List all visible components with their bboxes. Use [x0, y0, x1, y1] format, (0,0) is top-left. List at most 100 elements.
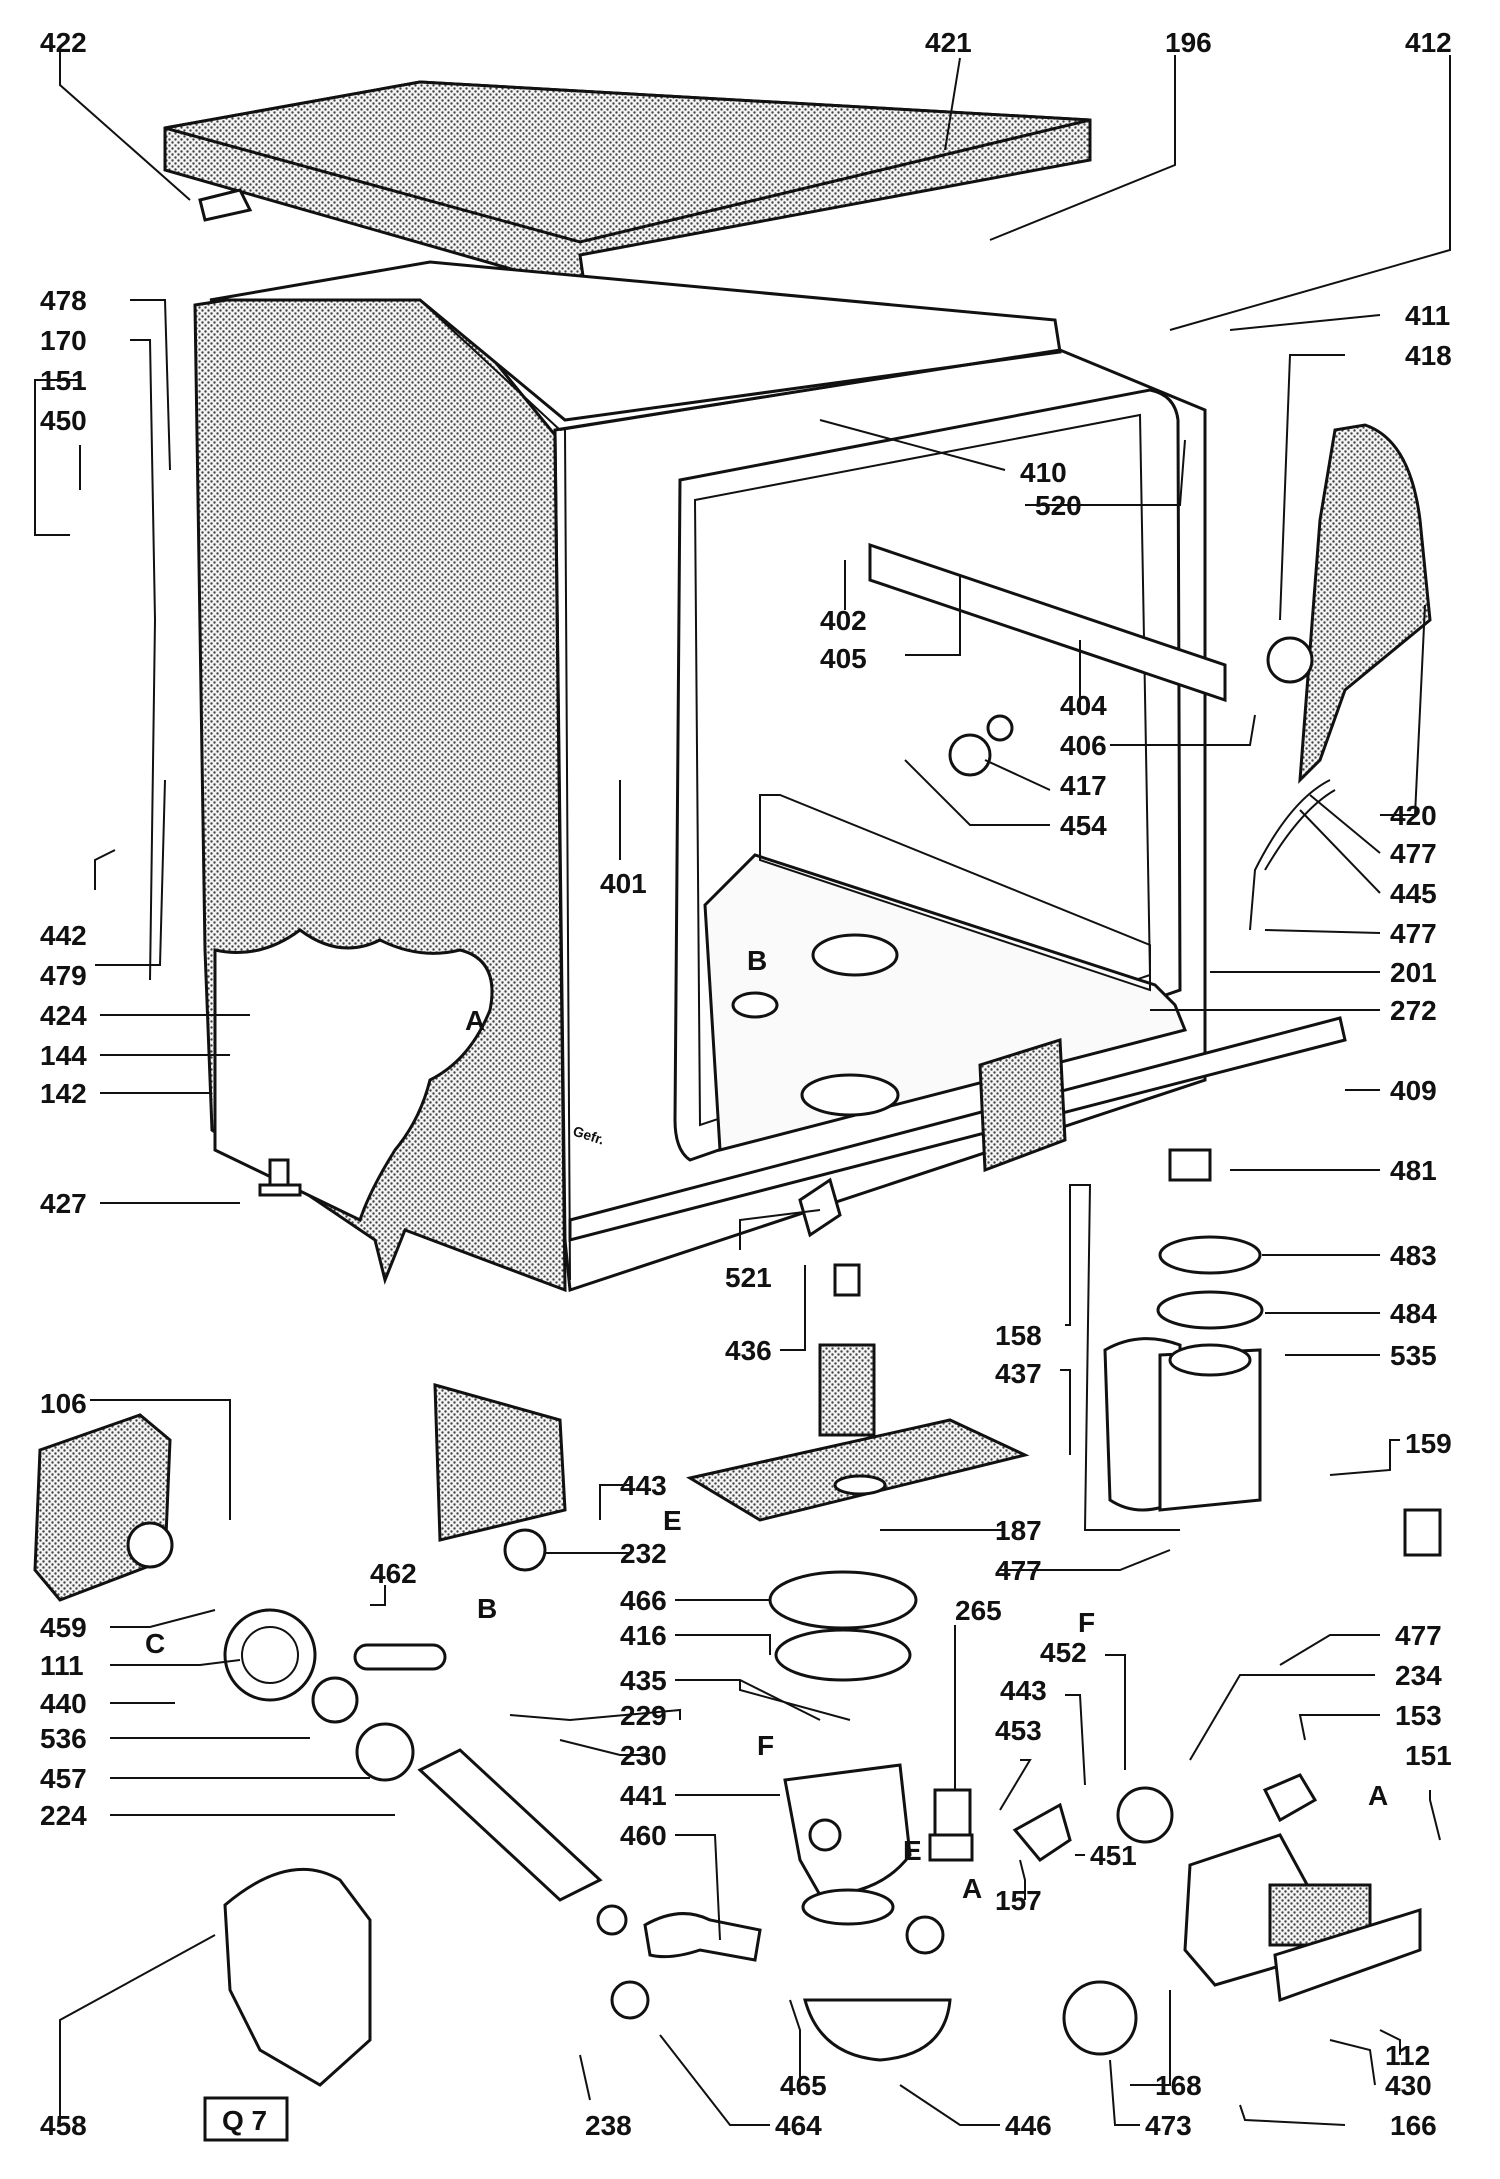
- page-code: Q 7: [222, 2105, 267, 2136]
- label-272: 272: [1390, 995, 1437, 1026]
- label-422: 422: [40, 27, 87, 58]
- label-453: 453: [995, 1715, 1042, 1746]
- label-477-c: 477: [995, 1555, 1042, 1586]
- label-466: 466: [620, 1585, 667, 1616]
- label-151-top: 151: [40, 365, 87, 396]
- label-417: 417: [1060, 770, 1107, 801]
- label-159: 159: [1405, 1428, 1452, 1459]
- label-144: 144: [40, 1040, 87, 1071]
- label-234: 234: [1395, 1660, 1442, 1691]
- label-427: 427: [40, 1188, 87, 1219]
- connector-B-hose: B: [477, 1593, 497, 1624]
- label-187: 187: [995, 1515, 1042, 1546]
- label-436: 436: [725, 1335, 772, 1366]
- label-196: 196: [1165, 27, 1212, 58]
- label-168: 168: [1155, 2070, 1202, 2101]
- label-229: 229: [620, 1700, 667, 1731]
- label-402: 402: [820, 605, 867, 636]
- label-421: 421: [925, 27, 972, 58]
- connector-letters: A B B C E E F F A A: [145, 945, 1388, 1904]
- label-157: 157: [995, 1885, 1042, 1916]
- label-405: 405: [820, 643, 867, 674]
- label-520: 520: [1035, 490, 1082, 521]
- connector-A-cabinet: A: [465, 1005, 485, 1036]
- label-457: 457: [40, 1763, 87, 1794]
- label-462: 462: [370, 1558, 417, 1589]
- label-459: 459: [40, 1612, 87, 1643]
- label-521: 521: [725, 1262, 772, 1293]
- label-151-right: 151: [1405, 1740, 1452, 1771]
- label-401: 401: [600, 868, 647, 899]
- label-446: 446: [1005, 2110, 1052, 2141]
- leader-lines: [34, 50, 1451, 2126]
- label-230: 230: [620, 1740, 667, 1771]
- label-112: 112: [1385, 2040, 1430, 2071]
- label-224: 224: [40, 1800, 87, 1831]
- label-479: 479: [40, 960, 87, 991]
- label-442: 442: [40, 920, 87, 951]
- connector-F-hose: F: [1078, 1607, 1095, 1638]
- label-406: 406: [1060, 730, 1107, 761]
- side-cover-panel: [1298, 423, 1432, 784]
- label-450: 450: [40, 405, 87, 436]
- label-238: 238: [585, 2110, 632, 2141]
- label-483: 483: [1390, 1240, 1437, 1271]
- connector-E-switch: E: [663, 1505, 682, 1536]
- connector-F-sump: F: [757, 1730, 774, 1761]
- connector-A-valve: A: [962, 1873, 982, 1904]
- label-158: 158: [995, 1320, 1042, 1351]
- label-424: 424: [40, 1000, 87, 1031]
- label-409: 409: [1390, 1075, 1437, 1106]
- label-153: 153: [1395, 1700, 1442, 1731]
- connector-C-pump: C: [145, 1628, 165, 1659]
- cabinet-illustration: [163, 80, 1432, 1293]
- label-478: 478: [40, 285, 87, 316]
- connector-A-right: A: [1368, 1780, 1388, 1811]
- label-441: 441: [620, 1780, 667, 1811]
- label-464: 464: [775, 2110, 822, 2141]
- label-170: 170: [40, 325, 87, 356]
- label-265: 265: [955, 1595, 1002, 1626]
- label-536: 536: [40, 1723, 87, 1754]
- label-458: 458: [40, 2110, 87, 2141]
- connector-B-tub: B: [747, 945, 767, 976]
- label-443-mid: 443: [1000, 1675, 1047, 1706]
- label-473: 473: [1145, 2110, 1192, 2141]
- label-435: 435: [620, 1665, 667, 1696]
- door-marking: Gefr.: [571, 1123, 606, 1148]
- part-number-labels: 422 421 196 412 411 418 478 170 151 450 …: [40, 27, 1452, 2141]
- label-166: 166: [1390, 2110, 1437, 2141]
- label-232: 232: [620, 1538, 667, 1569]
- label-477-d: 477: [1395, 1620, 1442, 1651]
- page-code-box: Q 7: [203, 2096, 289, 2142]
- label-430: 430: [1385, 2070, 1432, 2101]
- label-465: 465: [780, 2070, 827, 2101]
- label-410: 410: [1020, 457, 1067, 488]
- lower-assembly-illustration: [33, 1148, 1442, 2087]
- label-481: 481: [1390, 1155, 1437, 1186]
- label-440: 440: [40, 1688, 87, 1719]
- label-142: 142: [40, 1078, 87, 1109]
- label-411: 411: [1405, 300, 1450, 331]
- label-416: 416: [620, 1620, 667, 1651]
- coarse-sieve: [686, 1418, 1030, 1522]
- label-443-top: 443: [620, 1470, 667, 1501]
- label-445: 445: [1390, 878, 1437, 909]
- label-477-a: 477: [1390, 838, 1437, 869]
- label-412: 412: [1405, 27, 1452, 58]
- label-535: 535: [1390, 1340, 1437, 1371]
- label-418: 418: [1405, 340, 1452, 371]
- label-460: 460: [620, 1820, 667, 1851]
- label-484: 484: [1390, 1298, 1437, 1329]
- label-477-b: 477: [1390, 918, 1437, 949]
- label-437: 437: [995, 1358, 1042, 1389]
- label-452: 452: [1040, 1637, 1087, 1668]
- label-420: 420: [1390, 800, 1437, 831]
- label-451: 451: [1090, 1840, 1137, 1871]
- label-106: 106: [40, 1388, 87, 1419]
- label-454: 454: [1060, 810, 1107, 841]
- label-404: 404: [1060, 690, 1107, 721]
- label-201: 201: [1390, 957, 1437, 988]
- connector-E-valve: E: [903, 1835, 922, 1866]
